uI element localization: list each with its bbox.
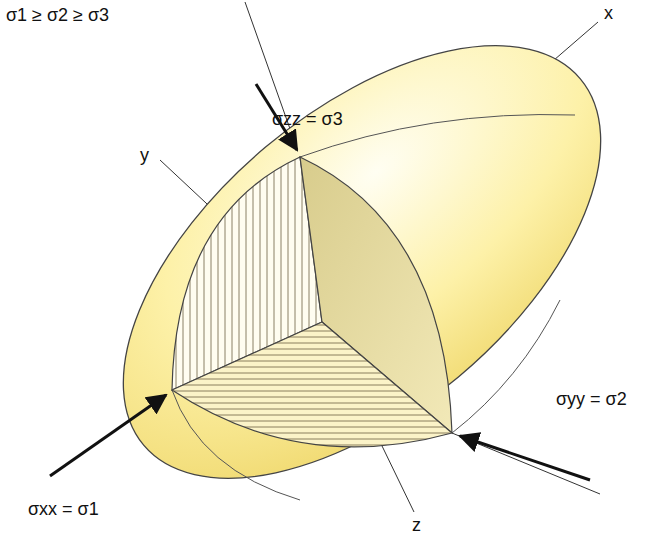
stress-arrows xyxy=(50,84,590,480)
stress-label: σyy = σ2 xyxy=(556,390,627,410)
axis-label: x xyxy=(604,4,613,24)
rim-lines xyxy=(172,115,575,500)
axis-label: z xyxy=(412,516,421,536)
ellipsoid-shell xyxy=(47,0,648,542)
stress-label: σxx = σ1 xyxy=(28,500,99,520)
stress-label: σzz = σ3 xyxy=(272,110,343,130)
cut-face-xy xyxy=(172,322,452,447)
principal-order-note: σ1 ≥ σ2 ≥ σ3 xyxy=(6,6,109,26)
axis-label: y xyxy=(140,146,149,166)
